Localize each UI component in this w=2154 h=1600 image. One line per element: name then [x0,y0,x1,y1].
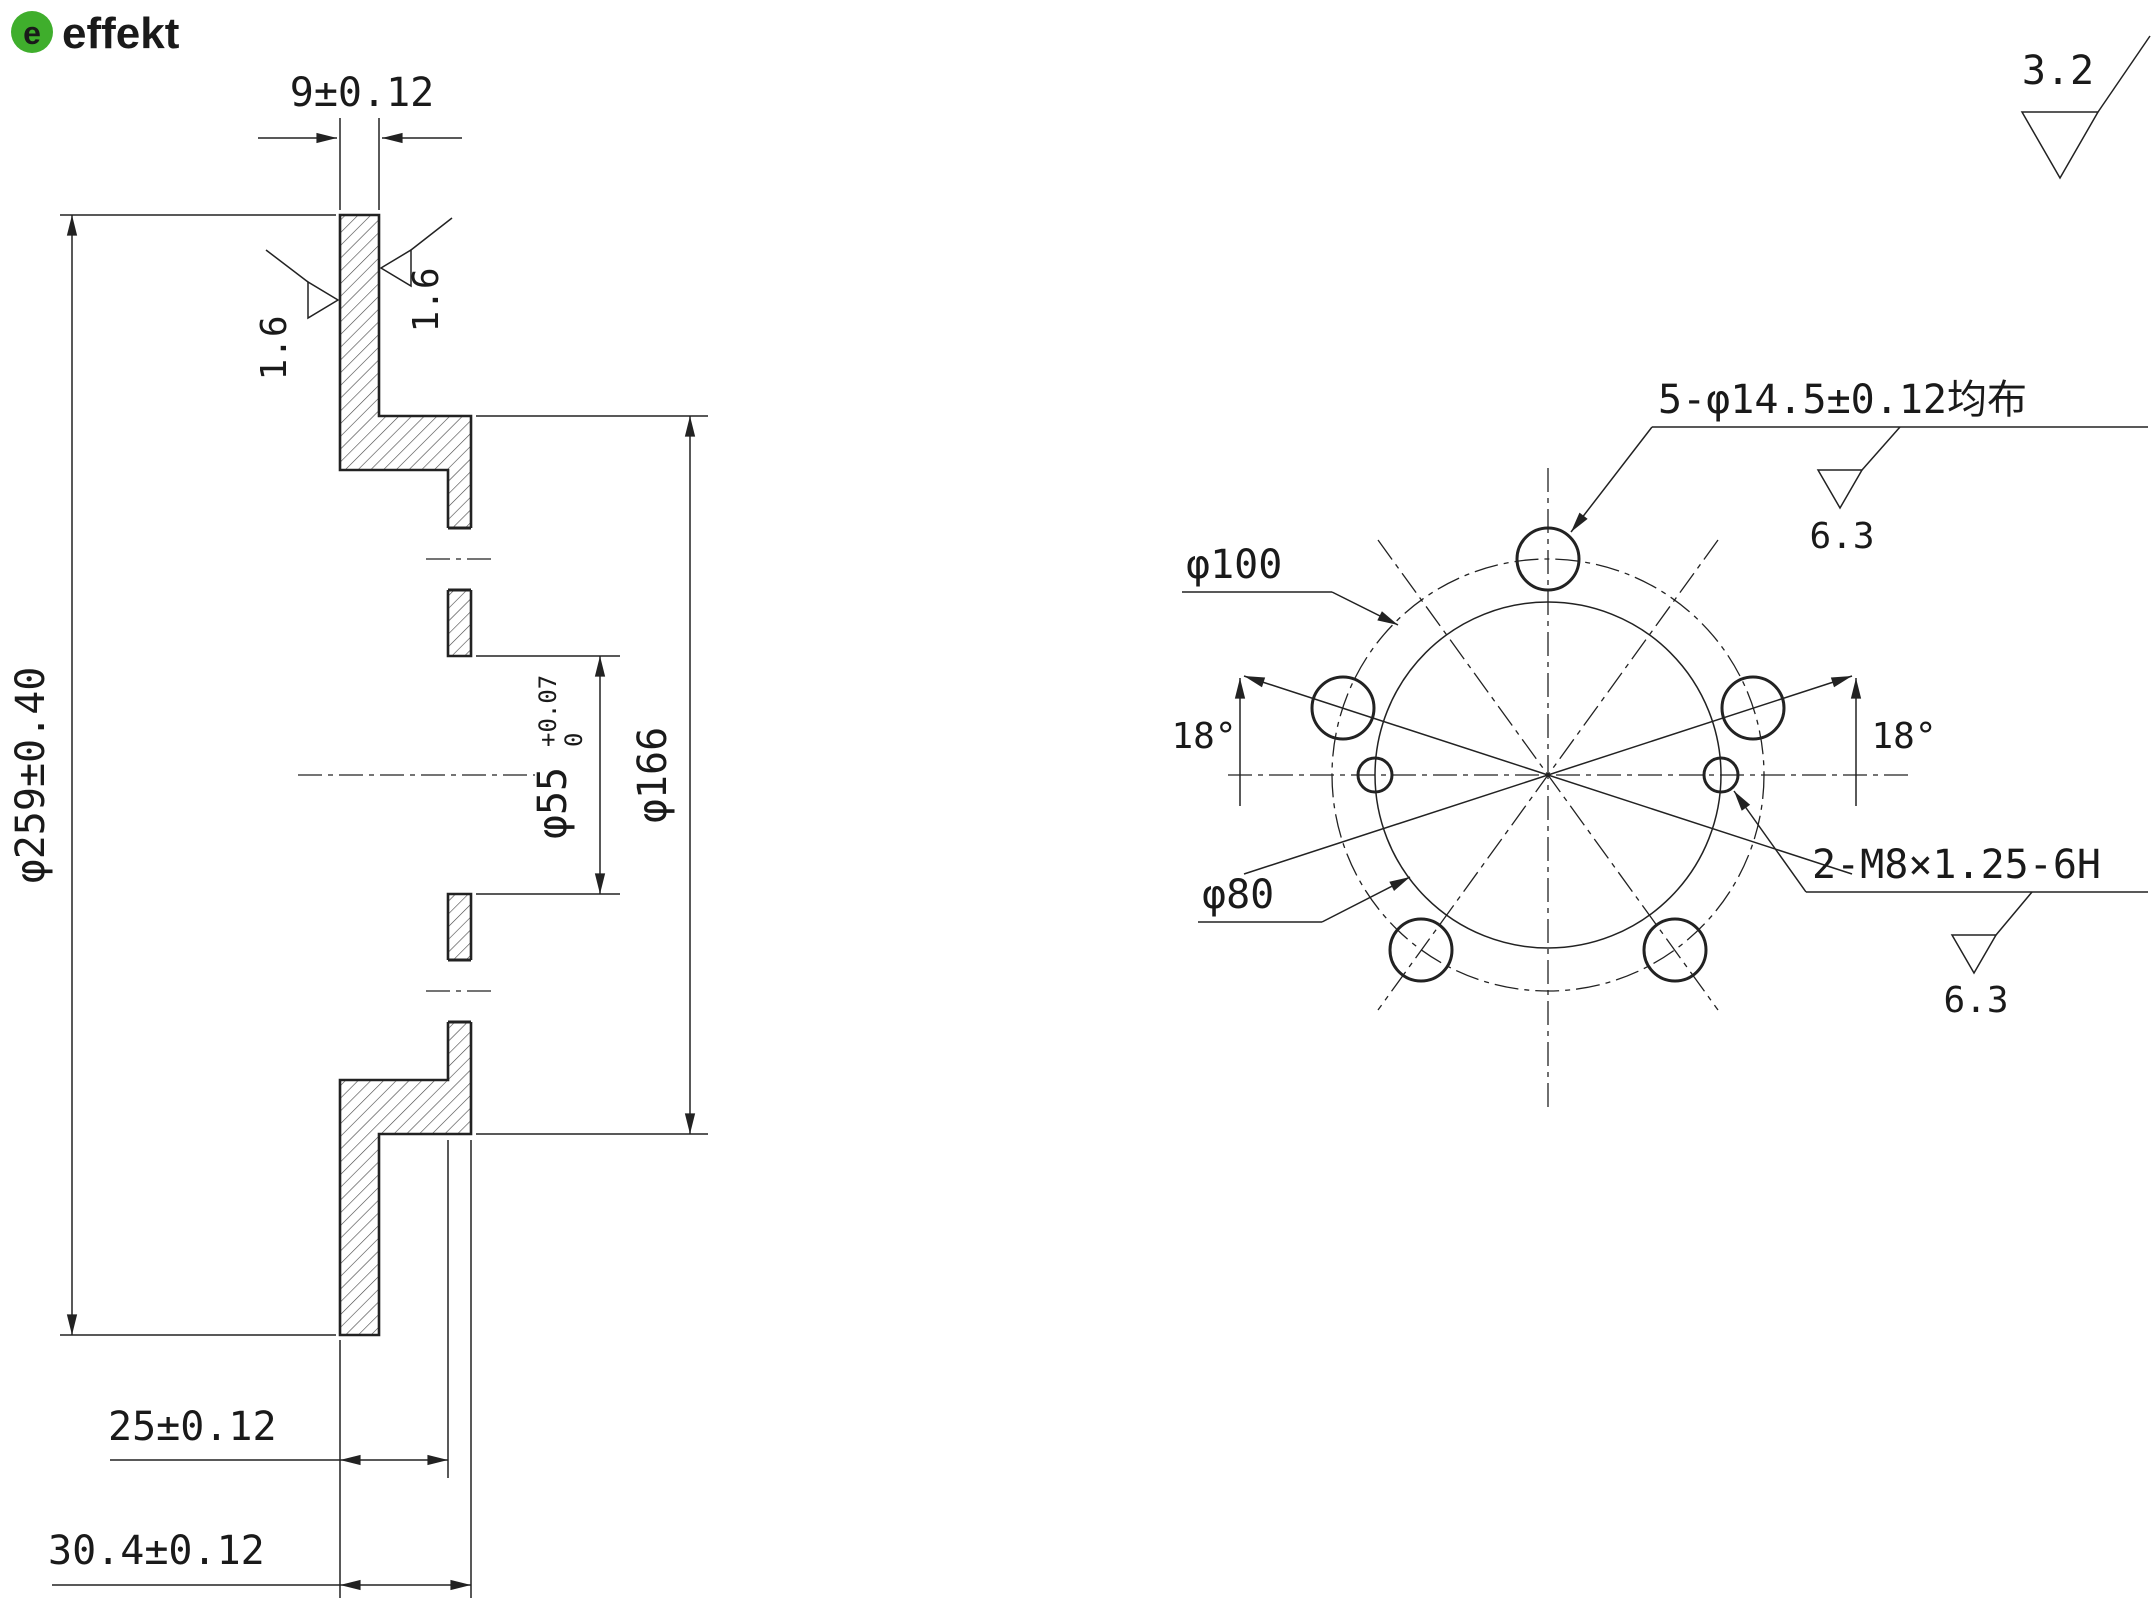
dim-outer-diameter: φ259±0.40 [8,667,54,884]
leader-line [1331,591,1399,626]
callout-thread-text: 2-M8×1.25-6H [1812,842,2101,888]
front-view: 18° 18° 5-φ14.5±0.12均布 6.3 φ100 [1171,377,2148,1110]
dim-bore: φ55 [530,767,576,839]
roughness-tail [265,249,309,283]
callout-bolt-holes: 5-φ14.5±0.12均布 6.3 [1570,377,2148,557]
roughness-bolt-holes-value: 6.3 [1809,516,1874,557]
bolt-hole [1388,917,1454,983]
dim-thickness: 9±0.12 [290,70,435,116]
roughness-tail [1995,891,2033,936]
dim-overall-depth: 30.4±0.12 [48,1528,265,1574]
pilot-circle [1374,601,1722,949]
dim-bore-group: φ55 +0.07 0 [530,675,588,839]
callout-pilot-circle: φ80 [1198,872,1411,923]
angle-right-label: 18° [1871,716,1936,757]
angle-line [1243,675,1853,875]
logo: e effekt [11,9,180,58]
dim-offset: 25±0.12 [108,1404,277,1450]
roughness-triangle-icon [379,248,412,288]
roughness-tail [2097,35,2151,113]
roughness-outboard-value: 1.6 [254,315,295,380]
roughness-symbol-inboard: 1.6 [379,217,453,333]
roughness-triangle-icon [2020,111,2100,180]
roughness-symbol-outboard: 1.6 [254,249,340,381]
bolt-hole [1515,526,1581,592]
bolt-hole [1310,675,1376,741]
general-roughness-value: 3.2 [2022,48,2094,94]
dim-bore-tol-upper: +0.07 [534,675,562,747]
logo-icon [11,11,53,53]
callout-bolt-holes-text: 5-φ14.5±0.12均布 [1658,377,2027,423]
roughness-triangle-icon [1816,469,1864,510]
dim-bore-tol-lower: 0 [560,733,588,747]
dim-hat-diameter: φ166 [630,727,676,823]
bolt-hole [1642,917,1708,983]
thread-hole [1702,756,1740,794]
bolt-circle [1331,558,1765,992]
thread-hole [1356,756,1394,794]
side-section-view: φ259±0.40 9±0.12 1.6 1.6 φ166 φ55 + [8,70,708,1598]
roughness-thread-value: 6.3 [1943,980,2008,1021]
callout-bolt-circle: φ100 [1182,542,1399,626]
leader-line [1733,790,1807,893]
leader-line [1570,426,1653,533]
bolt-hole [1720,675,1786,741]
general-roughness-note: 3.2 [2020,35,2151,180]
section-material-lower [338,892,473,1337]
callout-thread: 2-M8×1.25-6H 6.3 [1733,790,2148,1021]
leader-line [1321,876,1411,923]
dim-bolt-circle: φ100 [1186,542,1282,588]
dim-pilot-circle: φ80 [1202,872,1274,918]
logo-mark: e [23,15,41,51]
logo-text: effekt [62,9,180,58]
roughness-triangle-icon [307,280,340,320]
section-material-upper [338,213,473,658]
roughness-triangle-icon [1950,934,1998,975]
roughness-tail [410,217,453,251]
roughness-inboard-value: 1.6 [406,267,447,332]
angle-left-label: 18° [1171,716,1236,757]
roughness-tail [1861,426,1901,471]
